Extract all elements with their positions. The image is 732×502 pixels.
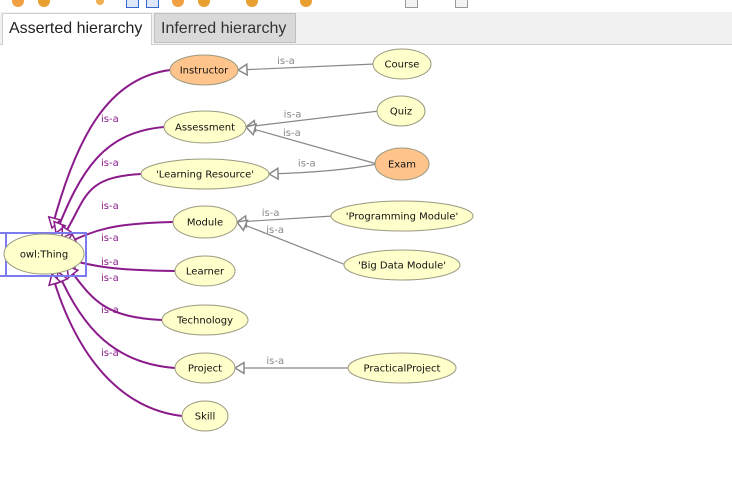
is-a-label-module: is-a	[101, 233, 119, 244]
node-module[interactable]: Module	[172, 205, 238, 239]
node-label-technology: Technology	[176, 316, 233, 327]
is-a-label-exam-learning_resource: is-a	[298, 159, 316, 170]
toolbar-dot-icon[interactable]	[96, 0, 104, 5]
is-a-arrowhead-practical_project-project	[233, 361, 245, 375]
node-label-project: Project	[188, 364, 222, 375]
node-label-exam: Exam	[388, 160, 416, 171]
node-shape-programming-module	[330, 200, 474, 232]
hierarchy-graph[interactable]: is-a is-a is-a is-a is-a is-a is-a is-a is-a is-a…	[0, 45, 732, 502]
tab-inferred-hierarchy[interactable]: Inferred hierarchy	[154, 13, 296, 43]
is-a-label-assessment: is-a	[101, 158, 119, 169]
node-shape-module	[172, 205, 238, 239]
node-learning-resource[interactable]: 'Learning Resource'	[140, 158, 270, 190]
is-a-label-course-instructor: is-a	[277, 56, 295, 67]
is-a-arrowhead-course-instructor	[236, 62, 249, 77]
is-a-label-learner: is-a	[101, 257, 119, 268]
is-a-edge-quiz-assessment	[245, 110, 380, 128]
toolbar-expand-icon[interactable]	[172, 0, 184, 7]
node-exam[interactable]: Exam	[374, 147, 430, 181]
node-shape-big-data-module	[343, 249, 461, 281]
node-label-practical-project: PracticalProject	[364, 364, 441, 375]
is-a-label-technology: is-a	[101, 273, 119, 284]
is-a-arrowhead-assessment	[53, 220, 67, 235]
is-a-label-quiz-assessment: is-a	[284, 109, 302, 120]
node-label-skill: Skill	[195, 412, 215, 423]
toolbar-layout-icon[interactable]	[146, 0, 159, 8]
node-label-instructor: Instructor	[180, 66, 229, 77]
node-course[interactable]: Course	[372, 48, 432, 80]
is-a-edge-learner	[66, 258, 176, 272]
toolbar-circle-icon[interactable]	[12, 0, 24, 7]
is-a-arrowhead-big_data_module-module	[235, 219, 249, 232]
node-shape-assessment	[163, 110, 247, 144]
node-shape-root	[3, 233, 85, 275]
is-a-label-learning_resource: is-a	[101, 201, 119, 212]
toolbar	[0, 0, 732, 12]
is-a-edge-skill	[51, 273, 183, 417]
is-a-edge-project	[57, 271, 176, 369]
is-a-label-big_data_module-module: is-a	[266, 225, 284, 236]
node-shape-exam	[374, 147, 430, 181]
toolbar-pair-icon[interactable]	[38, 0, 50, 7]
node-label-course: Course	[385, 60, 420, 71]
node-shape-learner	[174, 255, 236, 287]
hierarchy-tabs: Asserted hierarchy Inferred hierarchy	[0, 12, 732, 45]
node-root[interactable]: owl:Thing	[3, 233, 85, 275]
node-shape-practical-project	[347, 352, 457, 384]
is-a-arrowhead-exam-assessment	[244, 123, 258, 137]
node-technology[interactable]: Technology	[161, 304, 249, 336]
node-practical-project[interactable]: PracticalProject	[347, 352, 457, 384]
toolbar-grid-icon[interactable]	[126, 0, 139, 8]
node-label-quiz: Quiz	[390, 107, 412, 118]
node-shape-skill	[181, 400, 229, 432]
node-quiz[interactable]: Quiz	[376, 95, 426, 127]
node-instructor[interactable]: Instructor	[169, 54, 239, 86]
node-label-learner: Learner	[186, 267, 225, 278]
node-label-learning-resource: 'Learning Resource'	[156, 170, 254, 181]
is-a-edge-exam-assessment	[245, 126, 378, 165]
is-a-edge-learning_resource	[61, 173, 142, 239]
node-label-module: Module	[187, 218, 223, 229]
node-shape-course	[372, 48, 432, 80]
node-learner[interactable]: Learner	[174, 255, 236, 287]
is-a-edge-instructor	[51, 69, 171, 229]
node-big-data-module[interactable]: 'Big Data Module'	[343, 249, 461, 281]
toolbar-filter-icon[interactable]	[300, 0, 312, 7]
is-a-label-skill: is-a	[101, 348, 119, 359]
toolbar-export-icon[interactable]	[405, 0, 418, 8]
node-programming-module[interactable]: 'Programming Module'	[330, 200, 474, 232]
node-skill[interactable]: Skill	[181, 400, 229, 432]
node-label-root: owl:Thing	[20, 250, 68, 261]
node-assessment[interactable]: Assessment	[163, 110, 247, 144]
node-shape-instructor	[169, 54, 239, 86]
toolbar-collapse-icon[interactable]	[198, 0, 210, 7]
toolbar-node-icon[interactable]	[246, 0, 258, 7]
is-a-arrowhead-exam-learning_resource	[267, 166, 279, 181]
node-project[interactable]: Project	[174, 352, 236, 384]
node-shape-quiz	[376, 95, 426, 127]
is-a-edge-programming_module-module	[236, 215, 334, 223]
node-label-big-data-module: 'Big Data Module'	[358, 261, 446, 272]
is-a-edge-exam-learning_resource	[268, 163, 378, 175]
node-shape-project	[174, 352, 236, 384]
is-a-label-exam-assessment: is-a	[283, 128, 301, 139]
node-shape-learning-resource	[140, 158, 270, 190]
is-a-label-project: is-a	[101, 305, 119, 316]
is-a-label-instructor: is-a	[101, 114, 119, 125]
is-a-label-programming_module-module: is-a	[262, 208, 280, 219]
toolbar-options-icon[interactable]	[455, 0, 468, 8]
is-a-edge-course-instructor	[237, 63, 376, 71]
node-label-programming-module: 'Programming Module'	[346, 212, 458, 223]
tab-asserted-hierarchy[interactable]: Asserted hierarchy	[2, 13, 152, 45]
is-a-label-practical_project-project: is-a	[266, 356, 284, 367]
node-label-assessment: Assessment	[175, 123, 235, 134]
is-a-edge-big_data_module-module	[236, 221, 347, 266]
is-a-edge-assessment	[55, 126, 165, 234]
node-shape-technology	[161, 304, 249, 336]
